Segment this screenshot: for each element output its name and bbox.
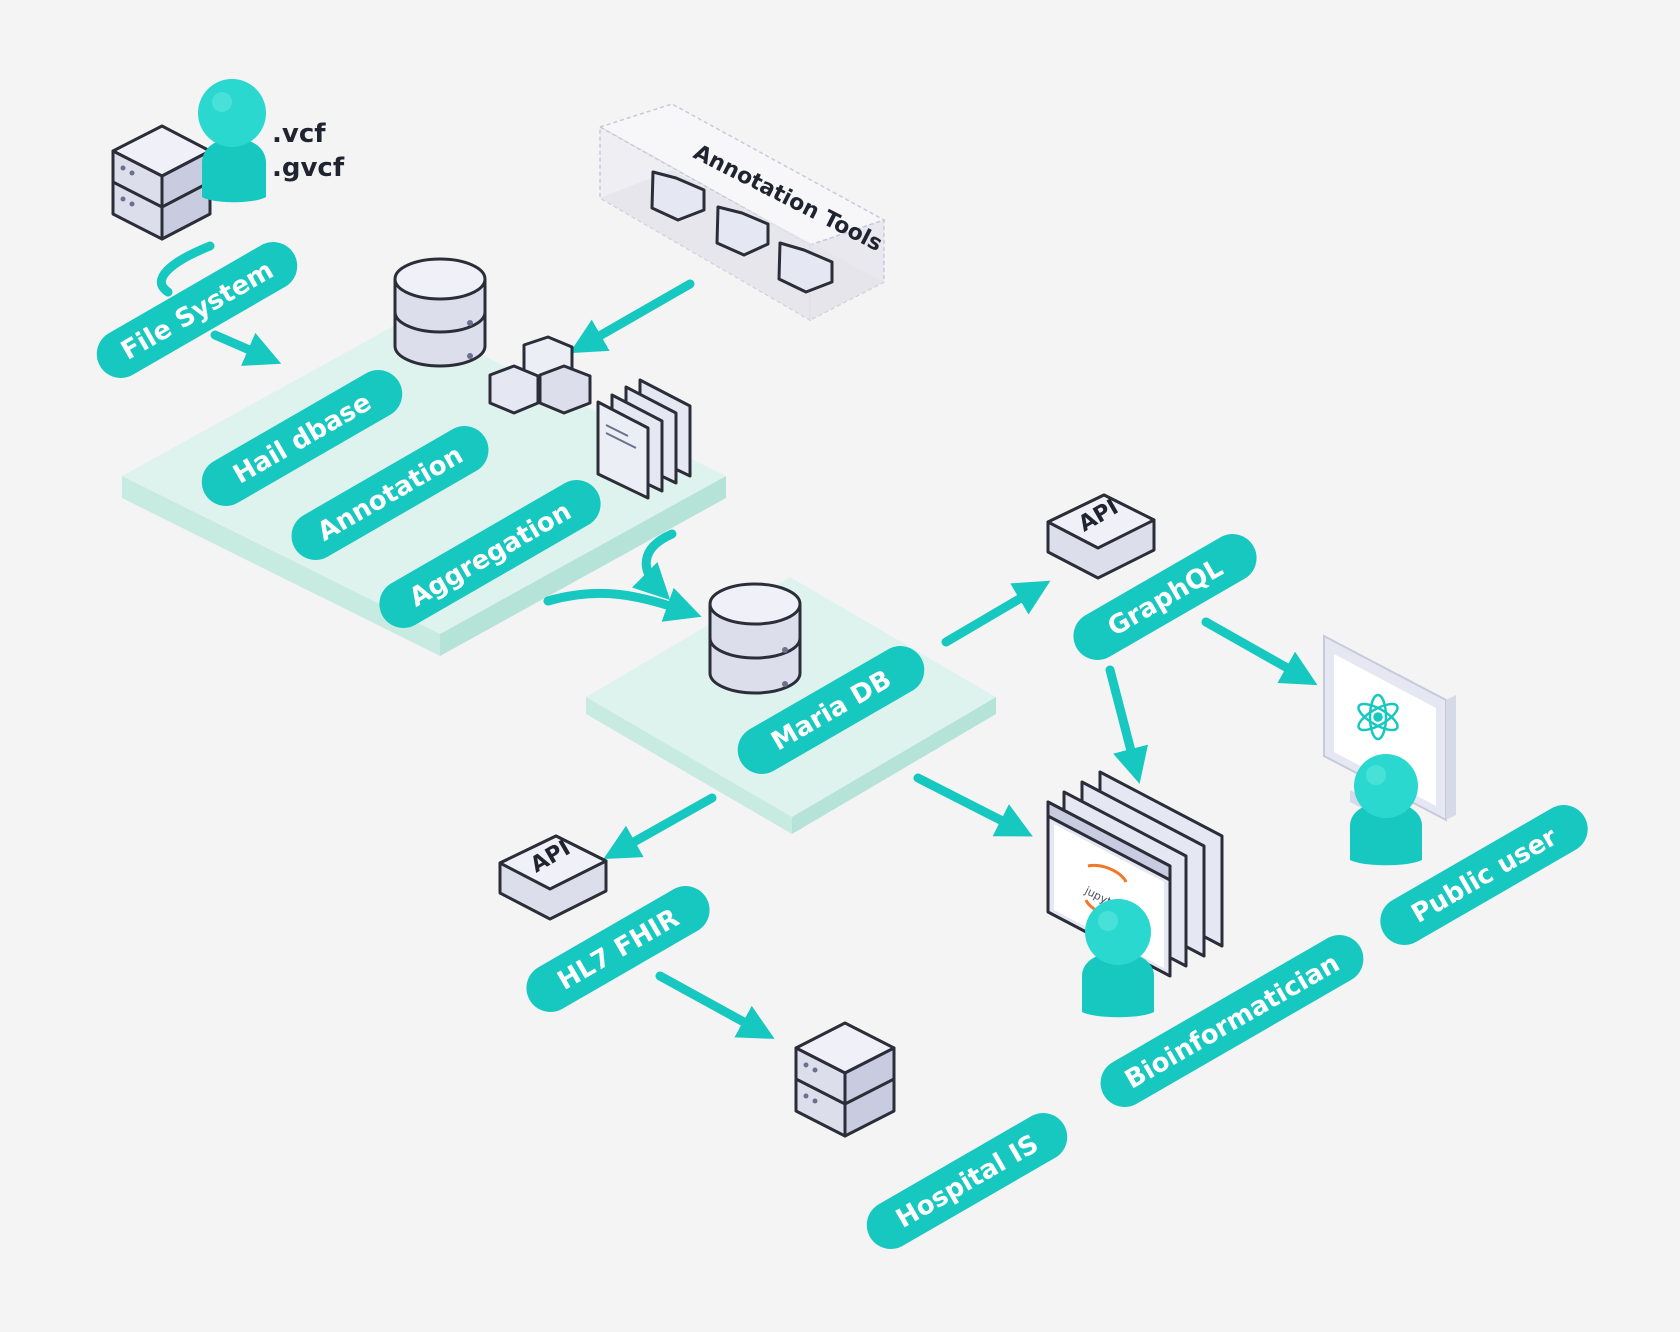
document-stack-icon	[596, 378, 692, 500]
tool-hexagon-icon	[650, 170, 706, 222]
arrow-filesystem-to-platform	[210, 330, 282, 366]
hospital-server-icon	[794, 1021, 896, 1138]
arrow-platform-to-mariadb-2	[543, 587, 702, 622]
database-platform	[586, 577, 996, 834]
tool-hexagon-icon	[777, 241, 834, 294]
arrow-tools-to-platform	[569, 279, 695, 354]
graphql-api-icon: API	[1046, 493, 1156, 580]
public-user-icon	[1350, 754, 1422, 866]
bioinformatician-user-icon	[1082, 899, 1154, 1018]
arrow-user-to-filesystem	[157, 241, 215, 297]
hexagon-cluster-icon	[488, 335, 592, 415]
flow-arrows	[157, 241, 1318, 1039]
react-logo-icon	[1357, 693, 1399, 741]
file-type-gvcf: .gvcf	[272, 153, 345, 183]
hospital-is-label: Hospital IS	[891, 1129, 1044, 1234]
database-icon	[393, 257, 487, 368]
server-icon	[111, 124, 212, 241]
arrow-graphql-to-public-user	[1201, 617, 1318, 686]
arrow-platform-to-mariadb	[631, 529, 677, 601]
arrow-mariadb-to-bioinformatician	[913, 773, 1033, 837]
arrow-mariadb-to-fhir-api	[603, 793, 717, 860]
arrow-mariadb-to-graphql-api	[941, 580, 1051, 647]
file-type-vcf: .vcf	[272, 119, 326, 149]
annotation-tools-box: Annotation Tools	[598, 103, 886, 322]
public-user-label: Public user	[1406, 822, 1562, 930]
fhir-api-icon: API	[498, 834, 608, 921]
maria-db-database-icon	[708, 582, 802, 695]
arrow-graphql-to-bioinformatician	[1105, 665, 1148, 784]
tool-hexagon-icon	[715, 205, 770, 257]
bioinformatician-label: Bioinformatician	[1120, 948, 1345, 1095]
hospital-is-pill: Hospital IS	[866, 1113, 1068, 1249]
arrow-fhir-to-hospital	[655, 971, 775, 1039]
user-icon	[198, 79, 266, 203]
